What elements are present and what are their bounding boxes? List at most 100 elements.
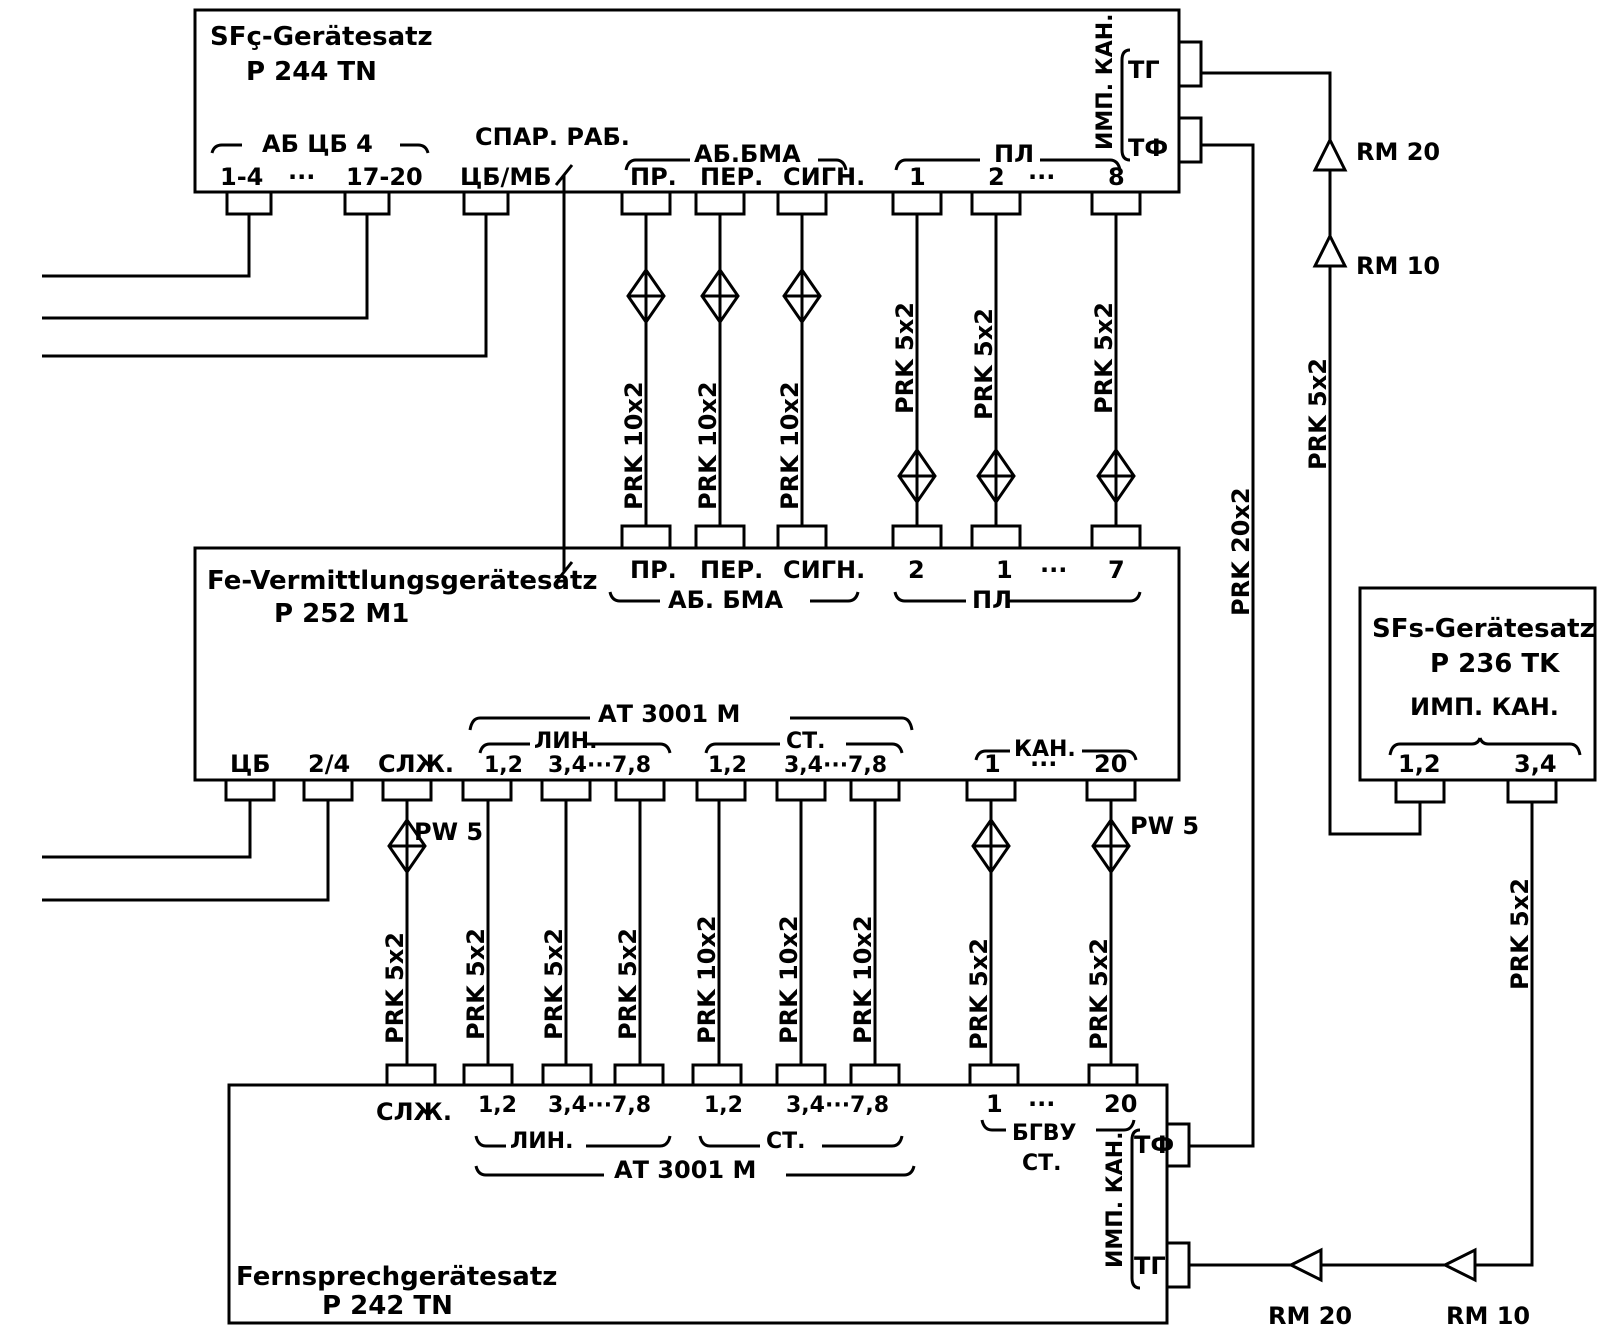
- wire-sfs-34: [1189, 802, 1534, 1267]
- cable-label-st-12: PRK 10x2: [693, 915, 721, 1044]
- cable-label-prk20: PRK 20x2: [1227, 487, 1255, 616]
- cable-label-sluzh: PRK 5x2: [381, 932, 409, 1044]
- sfs-model: P 236 TK: [1430, 649, 1560, 679]
- fern-lin-34-78: 3,4···7,8: [548, 1093, 651, 1118]
- rm10-label-upper: RM 10: [1356, 252, 1440, 280]
- cable-label-per: PRK 10x2: [694, 381, 722, 510]
- fe-model: P 252 M1: [274, 599, 409, 629]
- fern-kan-1: 1: [986, 1090, 1003, 1118]
- sfc-unit-box: [193, 8, 1181, 194]
- sfc-pl-2: 2: [988, 163, 1005, 191]
- cable-label-kan-20: PRK 5x2: [1085, 938, 1113, 1050]
- fe-at-3001m: АТ 3001 М: [598, 700, 740, 728]
- cable-label-sign: PRK 10x2: [776, 381, 804, 510]
- fe-st: СТ.: [786, 729, 826, 754]
- wire-ab-1-4: [42, 214, 251, 278]
- amp-rm20-upper: [1312, 136, 1348, 172]
- fern-tg: ТГ: [1134, 1252, 1166, 1280]
- fe-lin-12: 1,2: [484, 753, 523, 778]
- rm20-label-lower: RM 20: [1268, 1302, 1352, 1330]
- cable-label-pl-1: PRK 5x2: [891, 302, 919, 414]
- fern-lin-12: 1,2: [478, 1093, 517, 1118]
- sfc-title: SFç-Gerätesatz: [210, 22, 433, 52]
- cable-label-lin-34: PRK 5x2: [540, 928, 568, 1040]
- fern-kan-dots: ···: [1028, 1090, 1055, 1118]
- sfc-port-1-4: 1-4: [220, 163, 263, 191]
- fe-kan-1: 1: [984, 750, 1001, 778]
- amp-rm10-lower: [1441, 1247, 1477, 1283]
- fern-st-34-78: 3,4···7,8: [786, 1093, 889, 1118]
- fern-at-3001m: АТ 3001 М: [614, 1156, 756, 1184]
- fe-kan: КАН.: [1014, 737, 1076, 762]
- sfc-ab-bma: АБ.БМА: [694, 140, 801, 168]
- wire-sfc-tg: [1201, 71, 1422, 836]
- pw5-label-kan: PW 5: [1130, 812, 1199, 840]
- fe-ab-bma: АБ. БМА: [668, 586, 784, 614]
- fe-sluzh: СЛЖ.: [378, 750, 454, 778]
- sfs-connector-34: [1506, 778, 1558, 804]
- fern-model: P 242 TN: [322, 1291, 453, 1321]
- fe-pl: ПЛ: [972, 586, 1012, 614]
- sfc-pl-8: 8: [1108, 163, 1125, 191]
- fe-title: Fe-Vermittlungsgerätesatz: [207, 566, 598, 596]
- fern-st-12: 1,2: [704, 1093, 743, 1118]
- fe-pl-dots: ···: [1040, 556, 1067, 584]
- fern-sluzh: СЛЖ.: [376, 1098, 452, 1126]
- sfc-imp-kan: ИМП. КАН.: [1093, 13, 1118, 150]
- wire-fe-24: [42, 800, 330, 902]
- fern-tg-connector: [1165, 1241, 1191, 1289]
- diamond-symbols: [387, 267, 1136, 875]
- fe-sign: СИГН.: [783, 556, 865, 584]
- sfc-tf: ТФ: [1128, 134, 1168, 162]
- fe-kan-20: 20: [1094, 750, 1127, 778]
- fern-st2: СТ.: [1022, 1151, 1062, 1176]
- fern-kan-20: 20: [1104, 1090, 1137, 1118]
- fe-pl-1: 1: [996, 556, 1013, 584]
- amp-rm20-lower: [1287, 1247, 1323, 1283]
- fe-pl-2: 2: [908, 556, 925, 584]
- sfc-per: ПЕР.: [700, 163, 763, 191]
- cable-label-kan-1: PRK 5x2: [965, 938, 993, 1050]
- fern-st: СТ.: [766, 1129, 806, 1154]
- sfc-pl-1: 1: [909, 163, 926, 191]
- sfs-title: SFs-Gerätesatz: [1372, 614, 1595, 644]
- cable-label-pl-2: PRK 5x2: [970, 308, 998, 420]
- sfs-34: 3,4: [1514, 750, 1557, 778]
- pw5-label-sluzh: PW 5: [414, 818, 483, 846]
- wire-fe-cb: [42, 800, 252, 859]
- sfs-unit-box: [1358, 586, 1597, 782]
- fern-title: Fernsprechgerätesatz: [236, 1262, 557, 1292]
- fe-st-12: 1,2: [708, 753, 747, 778]
- sfc-pl-dots: ···: [1028, 163, 1055, 191]
- cable-label-st-34: PRK 10x2: [775, 915, 803, 1044]
- cable-label-upper-right: PRK 5x2: [1304, 358, 1332, 470]
- fe-top-connectors: [620, 524, 1142, 550]
- cable-label-st-78: PRK 10x2: [849, 915, 877, 1044]
- fe-cb: ЦБ: [230, 750, 271, 778]
- fe-24: 2/4: [308, 750, 350, 778]
- sfc-cb-mb: ЦБ/МБ: [460, 163, 552, 191]
- fern-tf: ТФ: [1134, 1131, 1174, 1159]
- cable-label-sfs: PRK 5x2: [1506, 878, 1534, 990]
- cable-label-pr: PRK 10x2: [620, 381, 648, 510]
- fe-lin-34-78: 3,4···7,8: [548, 753, 651, 778]
- sfc-port-17-20: 17-20: [346, 163, 423, 191]
- fe-kan-dots: ···: [1030, 750, 1057, 778]
- sfc-pl: ПЛ: [994, 140, 1034, 168]
- fe-unit-box: [193, 546, 1181, 782]
- cable-label-lin-12: PRK 5x2: [462, 928, 490, 1040]
- sfc-connectors: [225, 190, 1142, 216]
- sfc-pr: ПР.: [630, 163, 677, 191]
- fe-st-34-78: 3,4···7,8: [784, 753, 887, 778]
- cable-label-pl-8: PRK 5x2: [1090, 302, 1118, 414]
- fern-bgvu: БГВУ: [1012, 1121, 1077, 1146]
- amp-rm10-upper: [1312, 232, 1348, 268]
- rm10-label-lower: RM 10: [1446, 1302, 1530, 1330]
- fern-imp-kan: ИМП. КАН.: [1103, 1131, 1128, 1268]
- sfc-tf-connector: [1177, 116, 1203, 164]
- rm20-label-upper: RM 20: [1356, 138, 1440, 166]
- sfs-imp-kan: ИМП. КАН.: [1410, 693, 1559, 721]
- sfs-connector-12: [1394, 778, 1446, 804]
- sfc-tg: ТГ: [1128, 56, 1160, 84]
